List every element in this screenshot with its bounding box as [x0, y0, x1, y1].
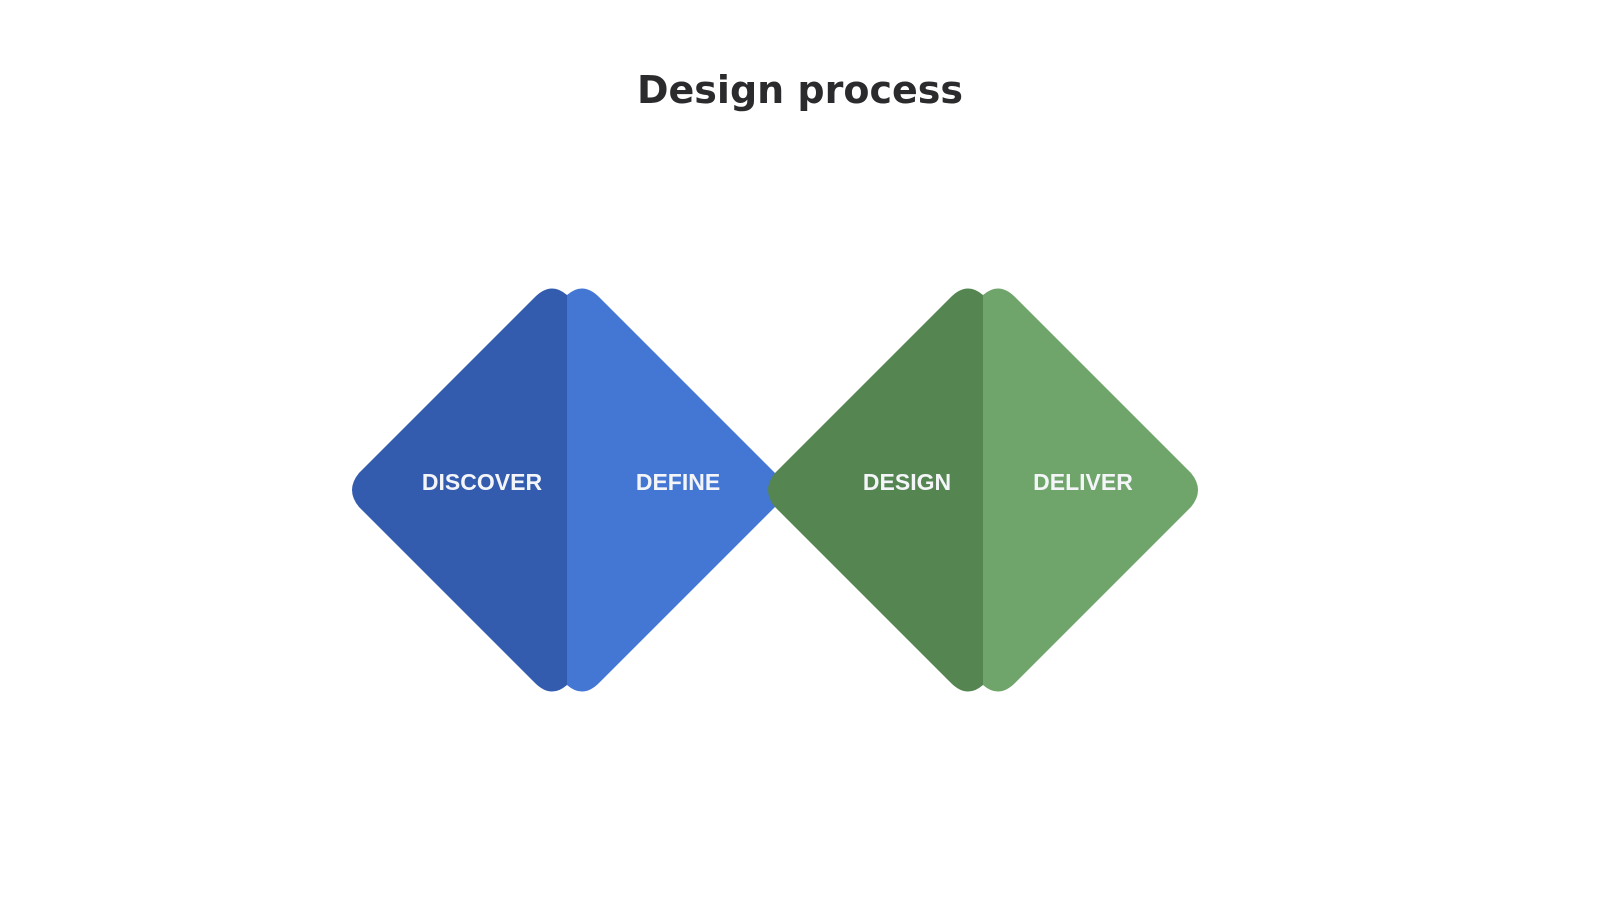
define-label: DEFINE: [636, 469, 720, 495]
design-label: DESIGN: [863, 469, 951, 495]
second-diamond: [768, 288, 1198, 692]
first-diamond: [352, 288, 782, 692]
page-title: Design process: [636, 68, 964, 112]
discover-label: DISCOVER: [422, 469, 543, 495]
deliver-label: DELIVER: [1033, 469, 1133, 495]
